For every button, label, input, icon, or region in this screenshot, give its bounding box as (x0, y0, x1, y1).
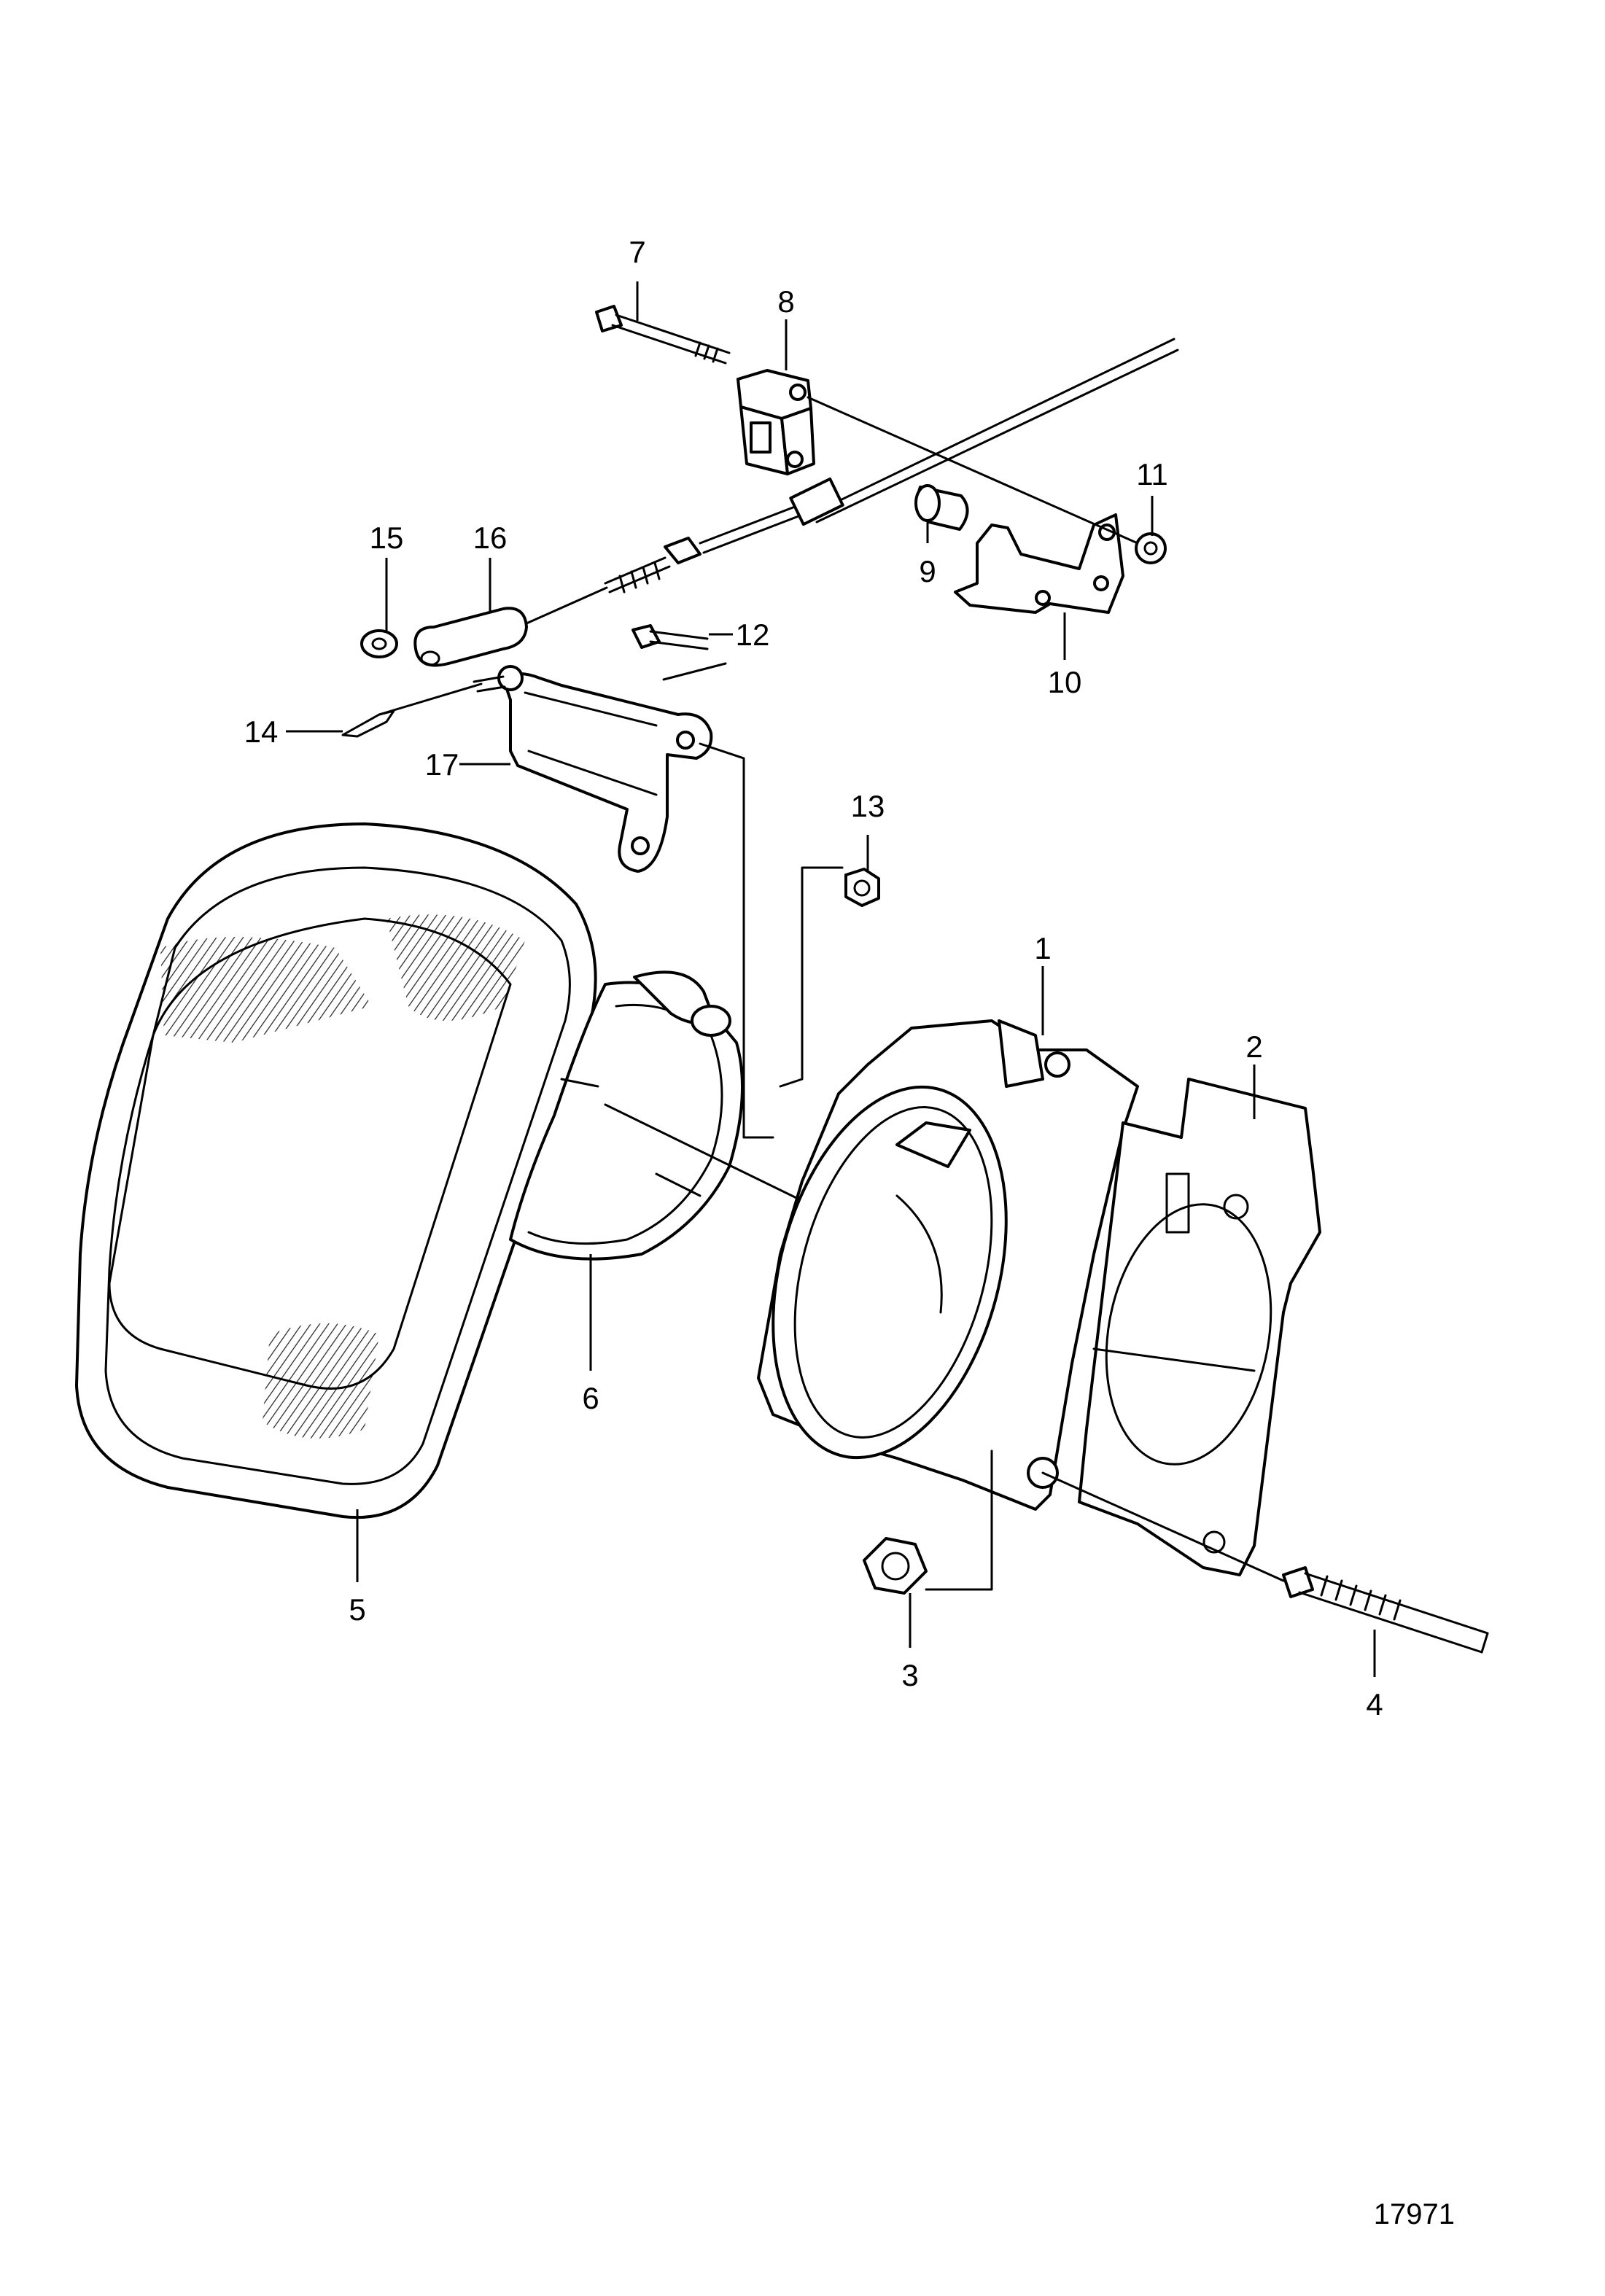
callout-11: 11 (1136, 457, 1168, 491)
part-17-lever-bracket (473, 665, 713, 873)
part-10-bracket (954, 513, 1124, 614)
callout-2: 2 (1245, 1030, 1262, 1064)
callout-15: 15 (370, 521, 404, 555)
part-1-throttle-body (757, 1019, 1216, 1511)
part-7-bolt (595, 305, 731, 365)
part-9-sleeve (914, 484, 969, 531)
part-16-ball-socket (413, 586, 608, 667)
part-13-nut (844, 868, 880, 907)
callout-16: 16 (473, 521, 508, 555)
part-3-flange-nut (863, 1537, 928, 1595)
throttle-cable (604, 338, 1179, 594)
callout-13: 13 (851, 789, 885, 823)
part-6-hose-clamp (509, 970, 744, 1261)
diagram-reference-number: 17971 (1374, 2198, 1455, 2230)
part-2-gasket (1078, 1078, 1321, 1576)
callout-5: 5 (349, 1592, 365, 1627)
part-15-washer (360, 629, 398, 658)
callout-12: 12 (736, 618, 770, 652)
part-11-nut (1135, 532, 1167, 564)
callout-8: 8 (777, 284, 794, 319)
callout-9: 9 (919, 554, 936, 588)
part-4-stud (1282, 1566, 1489, 1654)
callout-17: 17 (425, 747, 459, 782)
callout-7: 7 (629, 235, 645, 269)
callout-3: 3 (901, 1658, 918, 1692)
callout-4: 4 (1366, 1687, 1383, 1721)
part-14-clip (341, 682, 483, 738)
callout-10: 10 (1048, 665, 1082, 699)
part-5-air-filter (75, 822, 597, 1519)
part-12-screw (631, 624, 709, 650)
callout-labels: 7 8 11 9 10 12 15 16 14 17 13 1 2 6 5 3 … (244, 235, 1383, 1721)
callout-6: 6 (582, 1381, 599, 1415)
callout-1: 1 (1034, 931, 1051, 965)
callout-14: 14 (244, 715, 279, 749)
leader-lines (286, 281, 1376, 1677)
part-8-clamp-block (737, 369, 815, 475)
